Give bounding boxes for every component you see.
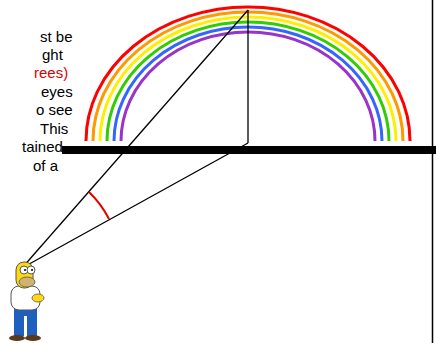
frame-line <box>432 0 434 343</box>
text-fragment: ght <box>42 46 63 64</box>
vertical-line <box>247 10 248 143</box>
sight-line <box>22 10 248 268</box>
text-fragment: o see <box>36 101 73 119</box>
text-fragment: st be <box>40 28 73 46</box>
text-fragment: rees) <box>34 64 68 82</box>
text-fragment: of a <box>33 157 58 175</box>
observer-figure <box>9 262 44 341</box>
text-fragment: This <box>40 120 68 138</box>
text-fragment: eyes <box>41 83 73 101</box>
text-fragment: tained <box>22 138 63 156</box>
horizon-bar <box>62 146 436 154</box>
angle-arc <box>89 192 109 219</box>
sight-line <box>22 143 248 268</box>
